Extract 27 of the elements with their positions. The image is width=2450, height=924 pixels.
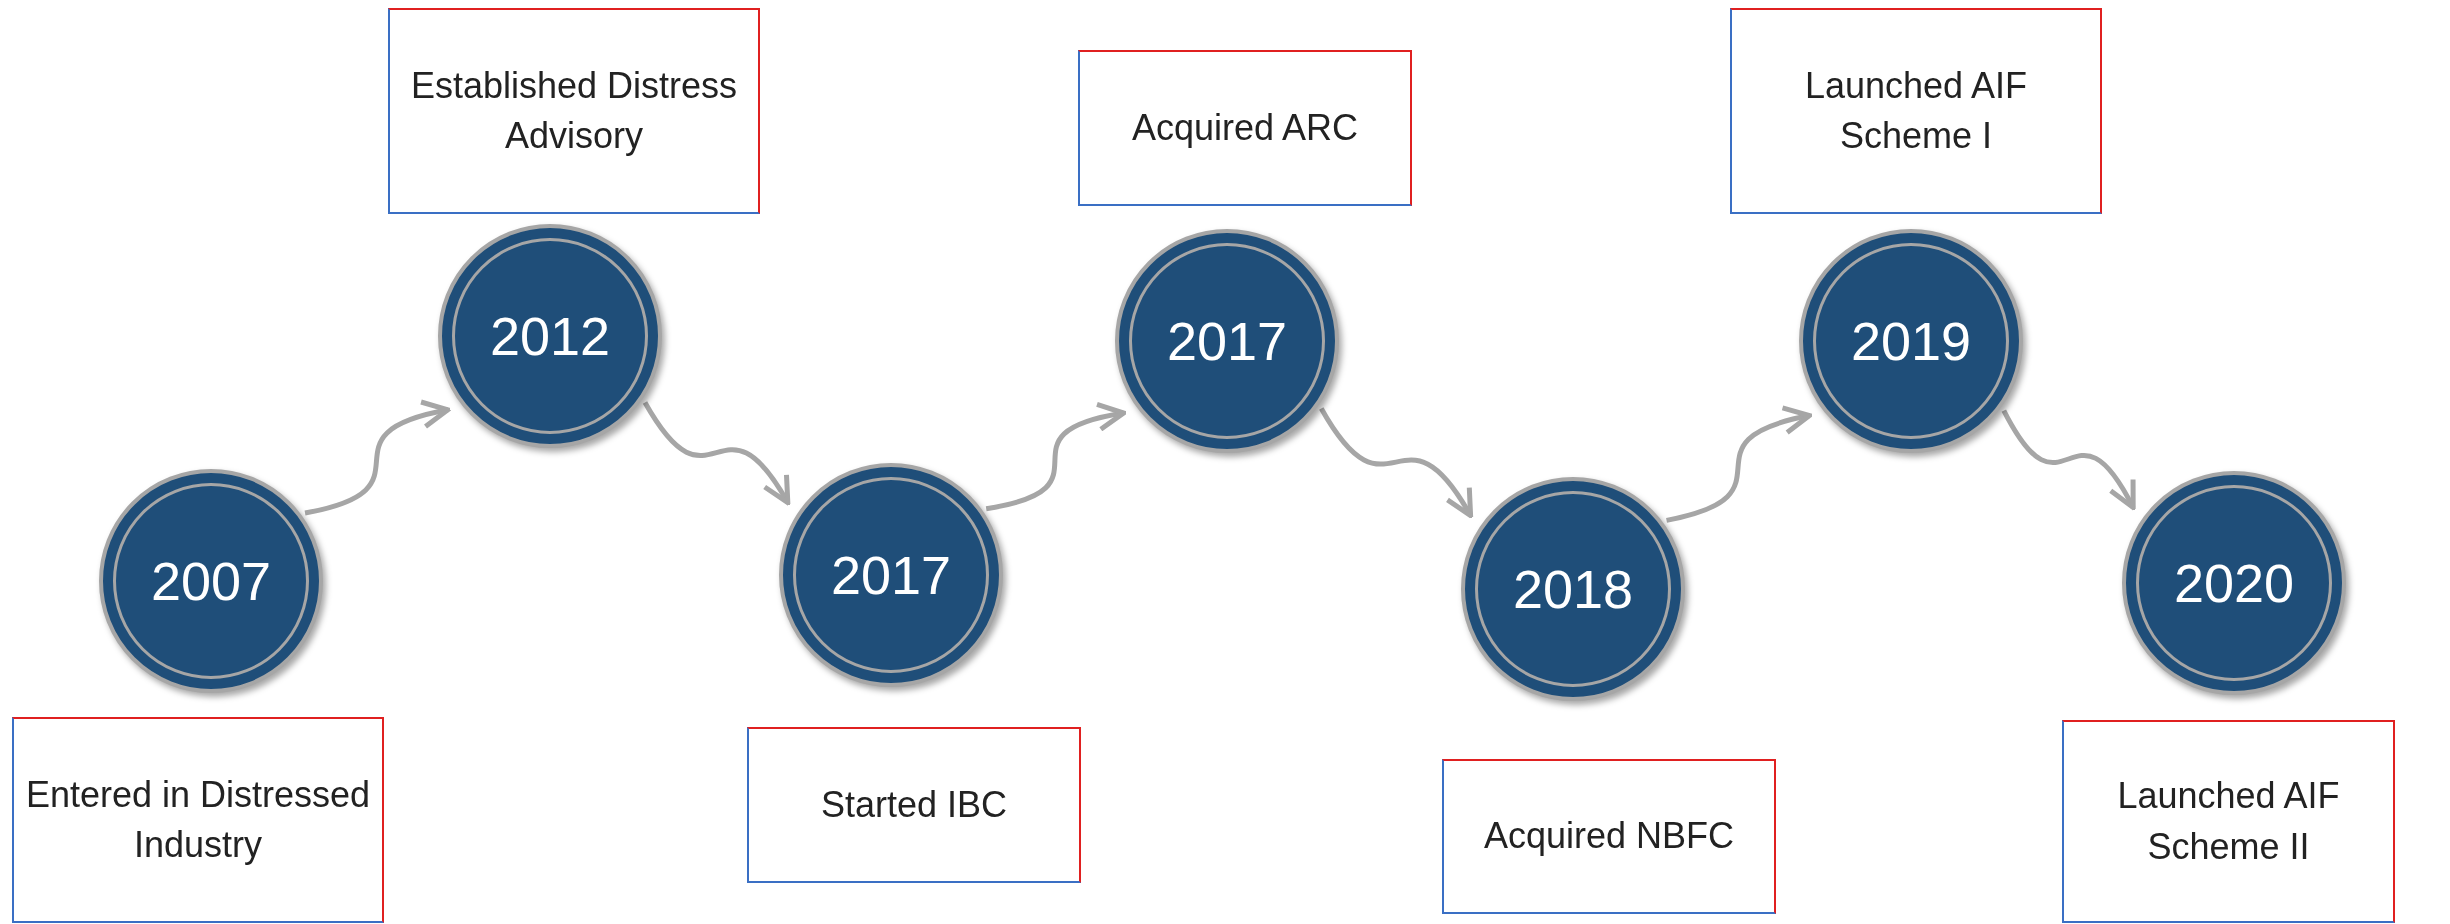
arrow bbox=[1665, 406, 1812, 523]
milestone-box bbox=[2062, 720, 2395, 923]
arrow bbox=[1319, 407, 1474, 519]
milestone-box bbox=[1078, 50, 1412, 206]
milestone-text: Acquired ARC bbox=[1131, 105, 1359, 150]
arrow bbox=[2001, 409, 2136, 510]
milestone-box bbox=[1730, 8, 2102, 214]
milestone-box bbox=[747, 727, 1081, 883]
arrow bbox=[642, 401, 791, 506]
year-label: 2018 bbox=[1512, 558, 1634, 620]
year-label: 2012 bbox=[489, 305, 611, 367]
milestone-text: Started IBC bbox=[820, 782, 1008, 827]
milestone-text: Established Distress Advisory bbox=[409, 63, 739, 158]
milestone-text: Acquired NBFC bbox=[1483, 814, 1735, 859]
year-label: 2017 bbox=[830, 544, 952, 606]
year-label: 2020 bbox=[2173, 552, 2295, 614]
milestone-text: Launched AIF Scheme I bbox=[1803, 63, 2029, 158]
milestone-box bbox=[12, 717, 384, 923]
year-label: 2007 bbox=[150, 550, 272, 612]
year-label: 2017 bbox=[1166, 310, 1288, 372]
arrow bbox=[304, 400, 451, 516]
milestone-box bbox=[1442, 759, 1776, 914]
milestone-text: Entered in Distressed Industry bbox=[24, 772, 372, 867]
milestone-box bbox=[388, 8, 760, 214]
year-label: 2019 bbox=[1850, 310, 1972, 372]
milestone-text: Launched AIF Scheme II bbox=[2116, 774, 2341, 869]
arrow bbox=[985, 403, 1127, 512]
